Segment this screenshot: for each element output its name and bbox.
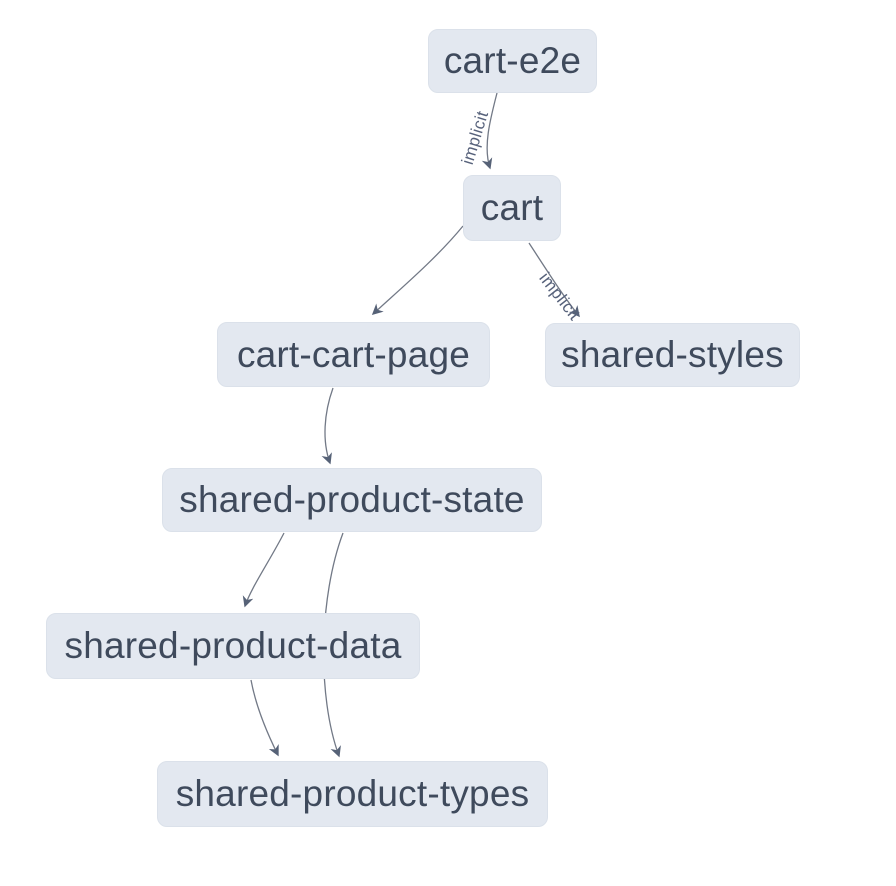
graph-node-shared-product-types[interactable]: shared-product-types	[157, 761, 548, 827]
edge-shared-product-state-to-shared-product-data[interactable]	[242, 532, 285, 608]
graph-node-shared-product-data[interactable]: shared-product-data	[46, 613, 420, 679]
edge-cart-cart-page-to-shared-product-state[interactable]	[321, 387, 334, 465]
edge-cart-to-shared-styles[interactable]	[528, 242, 580, 318]
graph-node-cart-e2e[interactable]: cart-e2e	[428, 29, 597, 93]
edge-label-implicit-cart-shared-styles: implicit	[535, 269, 584, 324]
graph-node-shared-styles[interactable]: shared-styles	[545, 323, 800, 387]
edge-shared-product-data-to-shared-product-types[interactable]	[250, 679, 279, 757]
graph-node-cart[interactable]: cart	[463, 175, 561, 241]
graph-node-shared-product-state[interactable]: shared-product-state	[162, 468, 542, 532]
edge-cart-to-cart-cart-page[interactable]	[371, 225, 464, 316]
edge-cart-e2e-to-cart[interactable]	[481, 92, 498, 170]
graph-node-cart-cart-page[interactable]: cart-cart-page	[217, 322, 490, 387]
